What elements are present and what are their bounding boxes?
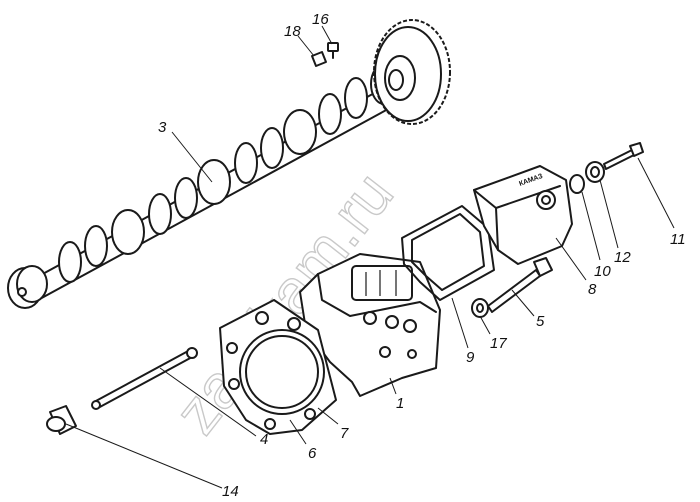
callout-14: 14 [222, 483, 239, 500]
washer-12 [585, 161, 605, 183]
callout-5: 5 [536, 313, 545, 330]
callouts: 1 3 4 5 6 7 8 9 10 11 12 14 16 17 18 [158, 11, 686, 500]
callout-9: 9 [466, 349, 475, 366]
callout-18: 18 [284, 23, 301, 40]
callout-8: 8 [588, 281, 597, 298]
callout-17: 17 [490, 335, 507, 352]
tappet [46, 405, 77, 435]
pushrod [91, 347, 198, 410]
camshaft [7, 63, 413, 309]
callout-10: 10 [594, 263, 611, 280]
callout-3: 3 [158, 119, 167, 136]
callout-12: 12 [614, 249, 631, 266]
valve-cover: КАМАЗ [473, 165, 573, 265]
leader-lines [65, 25, 675, 489]
cylinder-head-assembly [299, 253, 441, 397]
cover-bolt [487, 257, 553, 313]
cover-stud-11 [603, 142, 644, 170]
camshaft-gear [373, 19, 451, 125]
callout-16: 16 [312, 11, 329, 28]
washer-10 [569, 174, 585, 194]
washer-17 [471, 298, 489, 318]
callout-1: 1 [396, 395, 404, 412]
head-gasket [219, 299, 337, 435]
callout-11: 11 [670, 231, 686, 248]
callout-6: 6 [308, 445, 317, 462]
gear-bolt-16 [327, 42, 339, 59]
cover-gasket [401, 205, 495, 301]
callout-4: 4 [260, 431, 268, 448]
callout-7: 7 [340, 425, 349, 442]
gear-washer-18 [311, 51, 327, 67]
